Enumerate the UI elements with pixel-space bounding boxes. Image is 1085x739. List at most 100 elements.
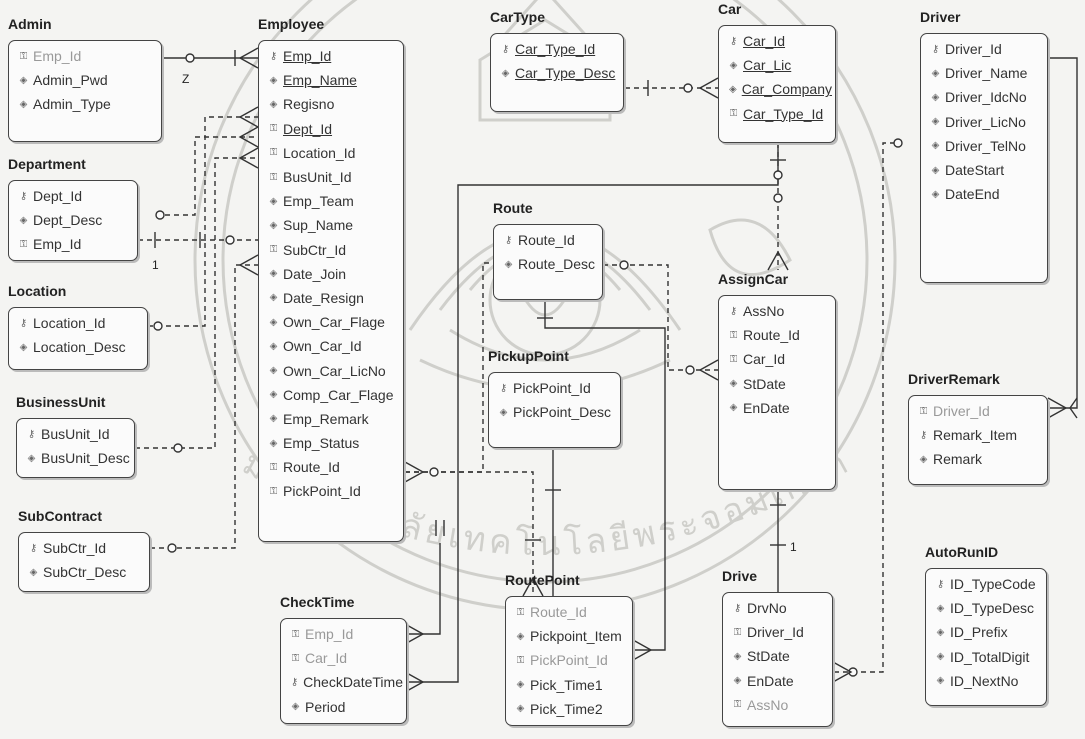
entity-field-list: ⚷SubCtr_Id◈SubCtr_Desc (26, 536, 146, 584)
field-name: ID_Prefix (950, 624, 1008, 640)
field-name: BusUnit_Id (283, 169, 351, 185)
entity-cartype: CarType⚷Car_Type_Id◈Car_Type_Desc (490, 33, 624, 112)
field-name: Pick_Time1 (530, 677, 603, 693)
entity-field-list: ⚷Driver_Id◈Driver_Name◈Driver_IdcNo◈Driv… (928, 37, 1044, 206)
field-name: SubCtr_Id (43, 540, 106, 556)
field-name: Remark (933, 451, 982, 467)
field-name: AssNo (743, 303, 784, 319)
entity-field: ◈Own_Car_Id (266, 334, 400, 358)
entity-field: ◈EnDate (730, 669, 829, 693)
attribute-icon: ◈ (266, 317, 281, 328)
field-name: StDate (747, 648, 790, 664)
entity-employee: Employee⚷Emp_Id◈Emp_Name◈Regisno⚿Dept_Id… (258, 40, 404, 542)
attribute-icon: ◈ (498, 68, 513, 79)
entity-field: ⚷Car_Type_Id (498, 37, 620, 61)
foreign-key-icon: ⚿ (916, 406, 931, 417)
field-name: Remark_Item (933, 427, 1017, 443)
entity-field: ◈Pick_Time1 (513, 673, 629, 697)
entity-field-list: ⚷Dept_Id◈Dept_Desc⚿Emp_Id (16, 184, 134, 257)
entity-field: ◈StDate (726, 372, 832, 396)
foreign-key-icon: ⚿ (513, 655, 528, 666)
attribute-icon: ◈ (513, 703, 528, 714)
entity-field: ◈Dept_Desc (16, 208, 134, 232)
entity-field: ◈Location_Desc (16, 335, 144, 359)
entity-field: ⚷PickPoint_Id (496, 376, 617, 400)
entity-field: ◈Route_Desc (501, 252, 599, 276)
field-name: Own_Car_LicNo (283, 363, 386, 379)
entity-field: ◈Own_Car_Flage (266, 310, 400, 334)
entity-field: ⚿Car_Id (288, 646, 403, 670)
entity-field: ⚿Emp_Id (288, 622, 403, 646)
field-name: Route_Id (530, 604, 587, 620)
field-name: Own_Car_Flage (283, 314, 385, 330)
field-name: Admin_Type (33, 96, 111, 112)
attribute-icon: ◈ (928, 189, 943, 200)
entity-title: PickupPoint (488, 348, 569, 364)
attribute-icon: ◈ (266, 75, 281, 86)
attribute-icon: ◈ (266, 292, 281, 303)
foreign-key-icon: ⚿ (726, 108, 741, 119)
entity-field: ◈DateEnd (928, 182, 1044, 206)
entity-field: ⚿Route_Id (726, 323, 832, 347)
attribute-icon: ◈ (16, 342, 31, 353)
entity-field: ⚷Emp_Id (266, 44, 400, 68)
primary-key-icon: ⚷ (730, 603, 745, 614)
entity-title: AssignCar (718, 271, 788, 287)
entity-field: ⚿Dept_Id (266, 117, 400, 141)
entity-field: ◈Date_Join (266, 262, 400, 286)
field-name: Emp_Id (33, 48, 81, 64)
attribute-icon: ◈ (928, 165, 943, 176)
field-name: EnDate (747, 673, 794, 689)
foreign-key-icon: ⚿ (730, 699, 745, 710)
entity-field-list: ⚷Location_Id◈Location_Desc (16, 311, 144, 359)
entity-field: ⚷Location_Id (16, 311, 144, 335)
attribute-icon: ◈ (730, 675, 745, 686)
entity-field: ◈Car_Company (726, 77, 832, 101)
field-name: Emp_Name (283, 72, 357, 88)
entity-field: ◈Car_Lic (726, 53, 832, 77)
entity-field: ⚿Emp_Id (16, 44, 158, 68)
entity-field: ⚷BusUnit_Id (24, 422, 131, 446)
field-name: Route_Desc (518, 256, 595, 272)
entity-title: Employee (258, 16, 324, 32)
entity-title: SubContract (18, 508, 102, 524)
foreign-key-icon: ⚿ (730, 627, 745, 638)
attribute-icon: ◈ (266, 413, 281, 424)
entity-title: Admin (8, 16, 52, 32)
entity-title: Location (8, 283, 66, 299)
entity-field: ⚷Route_Id (501, 228, 599, 252)
field-name: ID_TotalDigit (950, 649, 1029, 665)
attribute-icon: ◈ (928, 116, 943, 127)
attribute-icon: ◈ (24, 453, 39, 464)
field-name: Route_Id (743, 327, 800, 343)
entity-field: ◈EnDate (726, 396, 832, 420)
attribute-icon: ◈ (16, 215, 31, 226)
field-name: Period (305, 699, 345, 715)
field-name: Driver_TelNo (945, 138, 1026, 154)
field-name: Dept_Id (283, 121, 332, 137)
field-name: Car_Type_Id (743, 106, 823, 122)
foreign-key-icon: ⚿ (266, 486, 281, 497)
foreign-key-icon: ⚿ (266, 244, 281, 255)
primary-key-icon: ⚷ (16, 191, 31, 202)
field-name: Own_Car_Id (283, 338, 362, 354)
entity-admin: Admin⚿Emp_Id◈Admin_Pwd◈Admin_Type (8, 40, 162, 142)
field-name: BusUnit_Id (41, 426, 109, 442)
field-name: EnDate (743, 400, 790, 416)
foreign-key-icon: ⚿ (288, 629, 303, 640)
entity-field: ⚷DrvNo (730, 596, 829, 620)
entity-field: ⚿Car_Id (726, 347, 832, 371)
entity-field: ◈DateStart (928, 158, 1044, 182)
entity-title: Drive (722, 568, 757, 584)
field-name: Emp_Status (283, 435, 359, 451)
entity-field: ⚷CheckDateTime (288, 670, 403, 694)
field-name: AssNo (747, 697, 788, 713)
entity-field-list: ⚷Car_Type_Id◈Car_Type_Desc (498, 37, 620, 85)
entity-field: ⚿SubCtr_Id (266, 238, 400, 262)
entity-field: ◈Pick_Time2 (513, 697, 629, 721)
attribute-icon: ◈ (933, 627, 948, 638)
attribute-icon: ◈ (928, 68, 943, 79)
entity-field: ⚿Emp_Id (16, 232, 134, 256)
field-name: Date_Resign (283, 290, 364, 306)
entity-route: Route⚷Route_Id◈Route_Desc (493, 224, 603, 300)
